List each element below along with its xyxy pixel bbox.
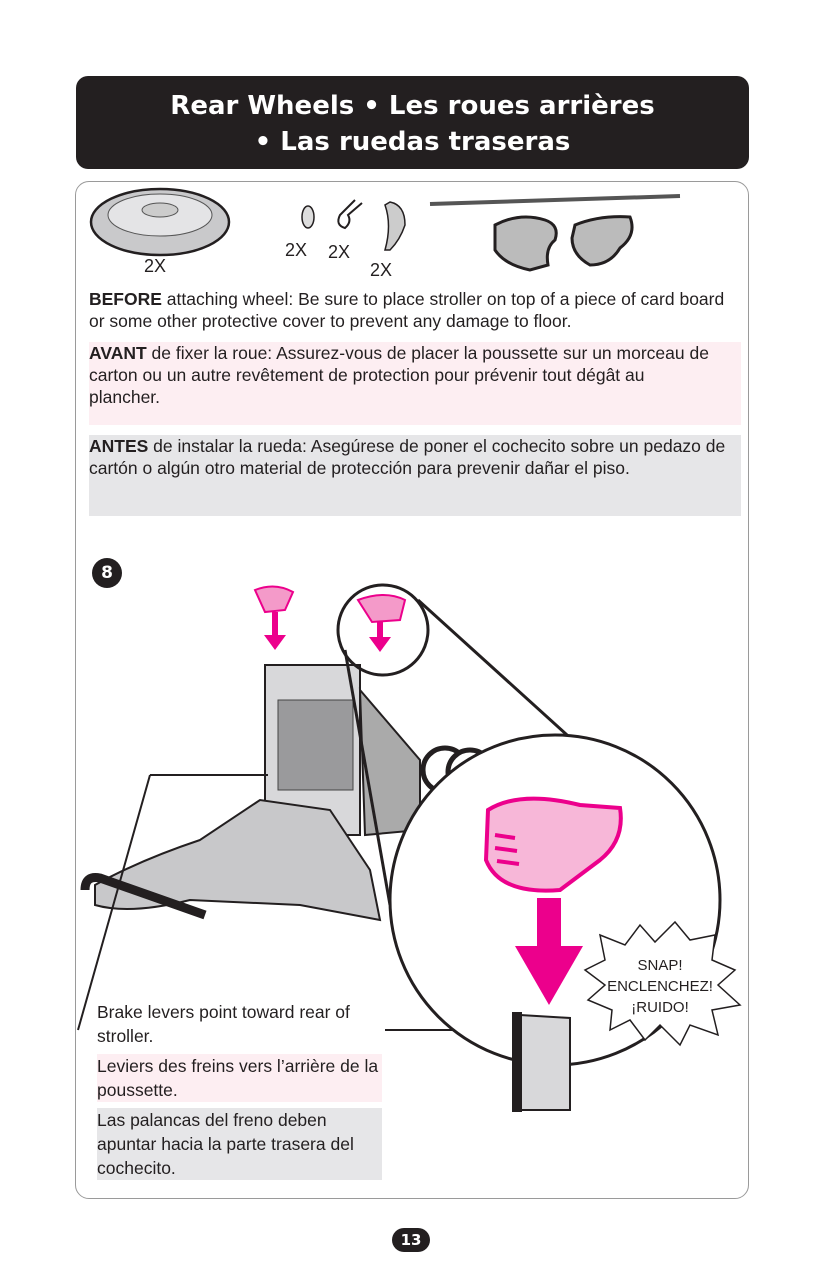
caption-french: Leviers des freins vers l’arrière de la … <box>97 1054 382 1102</box>
section-header: Rear Wheels • Les roues arrières • Las r… <box>76 76 749 169</box>
callout-line: ENCLENCHEZ! <box>607 978 713 995</box>
header-title-line2: • Las ruedas traseras <box>254 127 571 157</box>
down-arrow-icon <box>515 898 583 1005</box>
detail-circle-small <box>336 583 430 677</box>
wheel-quantity: 2X <box>144 256 167 276</box>
instruction-text: de instalar la rueda: Asegúrese de poner… <box>89 436 726 478</box>
axle-part-icon <box>429 194 681 206</box>
instruction-lead: AVANT <box>89 343 147 363</box>
clip-part-icon <box>337 199 363 230</box>
brake-housing-left-icon <box>493 215 558 272</box>
instruction-text: de fixer la roue: Assurez-vous de placer… <box>89 343 709 407</box>
frame-tube-zoom <box>512 1012 571 1112</box>
clip-quantity: 2X <box>328 242 351 262</box>
instructions-group: BEFORE attaching wheel: Be sure to place… <box>89 288 741 516</box>
instruction-french: AVANT de fixer la roue: Assurez-vous de … <box>89 342 741 425</box>
instruction-lead: BEFORE <box>89 289 162 309</box>
header-title-line1: Rear Wheels • Les roues arrières <box>170 91 655 121</box>
hubcap-quantity: 2X <box>370 260 393 280</box>
instruction-english: BEFORE attaching wheel: Be sure to place… <box>89 288 741 332</box>
captions-group: Brake levers point toward rear of stroll… <box>97 1000 382 1180</box>
caption-spanish: Las palancas del freno deben apuntar hac… <box>97 1108 382 1180</box>
page-number: 13 <box>392 1228 430 1252</box>
hubcap-part-icon <box>384 201 406 251</box>
washer-part-icon <box>301 205 315 229</box>
callout-line: ¡RUIDO! <box>631 999 689 1016</box>
washer-quantity: 2X <box>285 240 308 260</box>
wheel-part-icon <box>89 187 231 257</box>
pink-brake-part-left-icon <box>253 585 295 650</box>
content-frame <box>75 181 749 1199</box>
brake-housing-right-icon <box>570 215 634 267</box>
instruction-lead: ANTES <box>89 436 149 456</box>
caption-english: Brake levers point toward rear of stroll… <box>97 1000 382 1048</box>
snap-burst-shape <box>583 920 742 1047</box>
pink-brake-part-right-icon <box>356 594 407 652</box>
callout-line: SNAP! <box>637 957 683 974</box>
snap-callout: SNAP! ENCLENCHEZ! ¡RUIDO! <box>590 955 730 1018</box>
step-number-badge: 8 <box>92 558 122 588</box>
instruction-spanish: ANTES de instalar la rueda: Asegúrese de… <box>89 435 741 516</box>
brake-housing-zoom-icon <box>483 796 623 893</box>
instruction-text: attaching wheel: Be sure to place stroll… <box>89 289 725 331</box>
